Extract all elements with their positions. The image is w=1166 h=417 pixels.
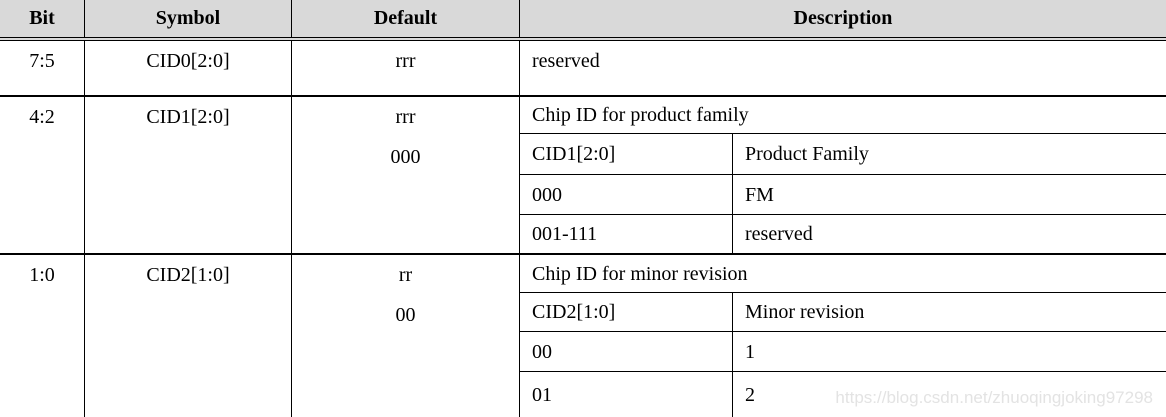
- header-bit: Bit: [0, 0, 85, 37]
- sub-cell-key: 001-111: [520, 215, 733, 253]
- sub-table-row: 00 1: [520, 332, 1166, 372]
- bit-value: 7:5: [0, 41, 85, 95]
- default-line: 00: [395, 304, 416, 326]
- default-value: rr 00: [292, 255, 520, 417]
- header-description: Description: [793, 7, 893, 29]
- sub-cell-value: FM: [745, 183, 774, 206]
- symbol-value: CID1[2:0]: [85, 97, 292, 253]
- default-line: rrr: [395, 106, 416, 128]
- description-cell: Chip ID for product family CID1[2:0] Pro…: [520, 97, 1166, 253]
- symbol-value: CID2[1:0]: [85, 255, 292, 417]
- header-default: Default: [292, 0, 520, 37]
- sub-table-row: 01 2: [520, 372, 1166, 417]
- sub-cell-value: Product Family: [745, 143, 869, 165]
- table-row: 4:2 CID1[2:0] rrr 000 Chip ID for produc…: [0, 97, 1166, 255]
- bit-value: 1:0: [0, 255, 85, 417]
- header-symbol: Symbol: [85, 0, 292, 37]
- sub-table-row: 000 FM: [520, 175, 1166, 215]
- default-value: rrr 000: [292, 97, 520, 253]
- default-line: 000: [390, 146, 421, 168]
- sub-table-row: CID2[1:0] Minor revision: [520, 293, 1166, 332]
- sub-cell-key: 01: [520, 372, 733, 417]
- sub-cell-value: 2: [745, 383, 755, 406]
- table-row: 1:0 CID2[1:0] rr 00 Chip ID for minor re…: [0, 255, 1166, 417]
- sub-cell-value: Minor revision: [745, 301, 865, 323]
- sub-cell-key: CID1[2:0]: [520, 134, 733, 174]
- description-title: Chip ID for product family: [520, 97, 1166, 134]
- table-row: 7:5 CID0[2:0] rrr reserved: [0, 41, 1166, 97]
- bit-value: 4:2: [0, 97, 85, 253]
- sub-table-row: CID1[2:0] Product Family: [520, 134, 1166, 175]
- sub-cell-key: 00: [520, 332, 733, 371]
- sub-cell-value: reserved: [745, 223, 813, 245]
- table-header-row: Bit Symbol Default Description: [0, 0, 1166, 41]
- description-cell: Chip ID for minor revision CID2[1:0] Min…: [520, 255, 1166, 417]
- sub-table-row: 001-111 reserved: [520, 215, 1166, 253]
- default-value: rrr: [292, 41, 520, 95]
- default-line: rr: [398, 264, 413, 286]
- description-text: reserved: [532, 50, 600, 72]
- sub-cell-key: 000: [520, 175, 733, 214]
- sub-cell-value: 1: [745, 340, 755, 363]
- symbol-value: CID0[2:0]: [85, 41, 292, 95]
- sub-cell-key: CID2[1:0]: [520, 293, 733, 331]
- description-title: Chip ID for minor revision: [520, 255, 1166, 293]
